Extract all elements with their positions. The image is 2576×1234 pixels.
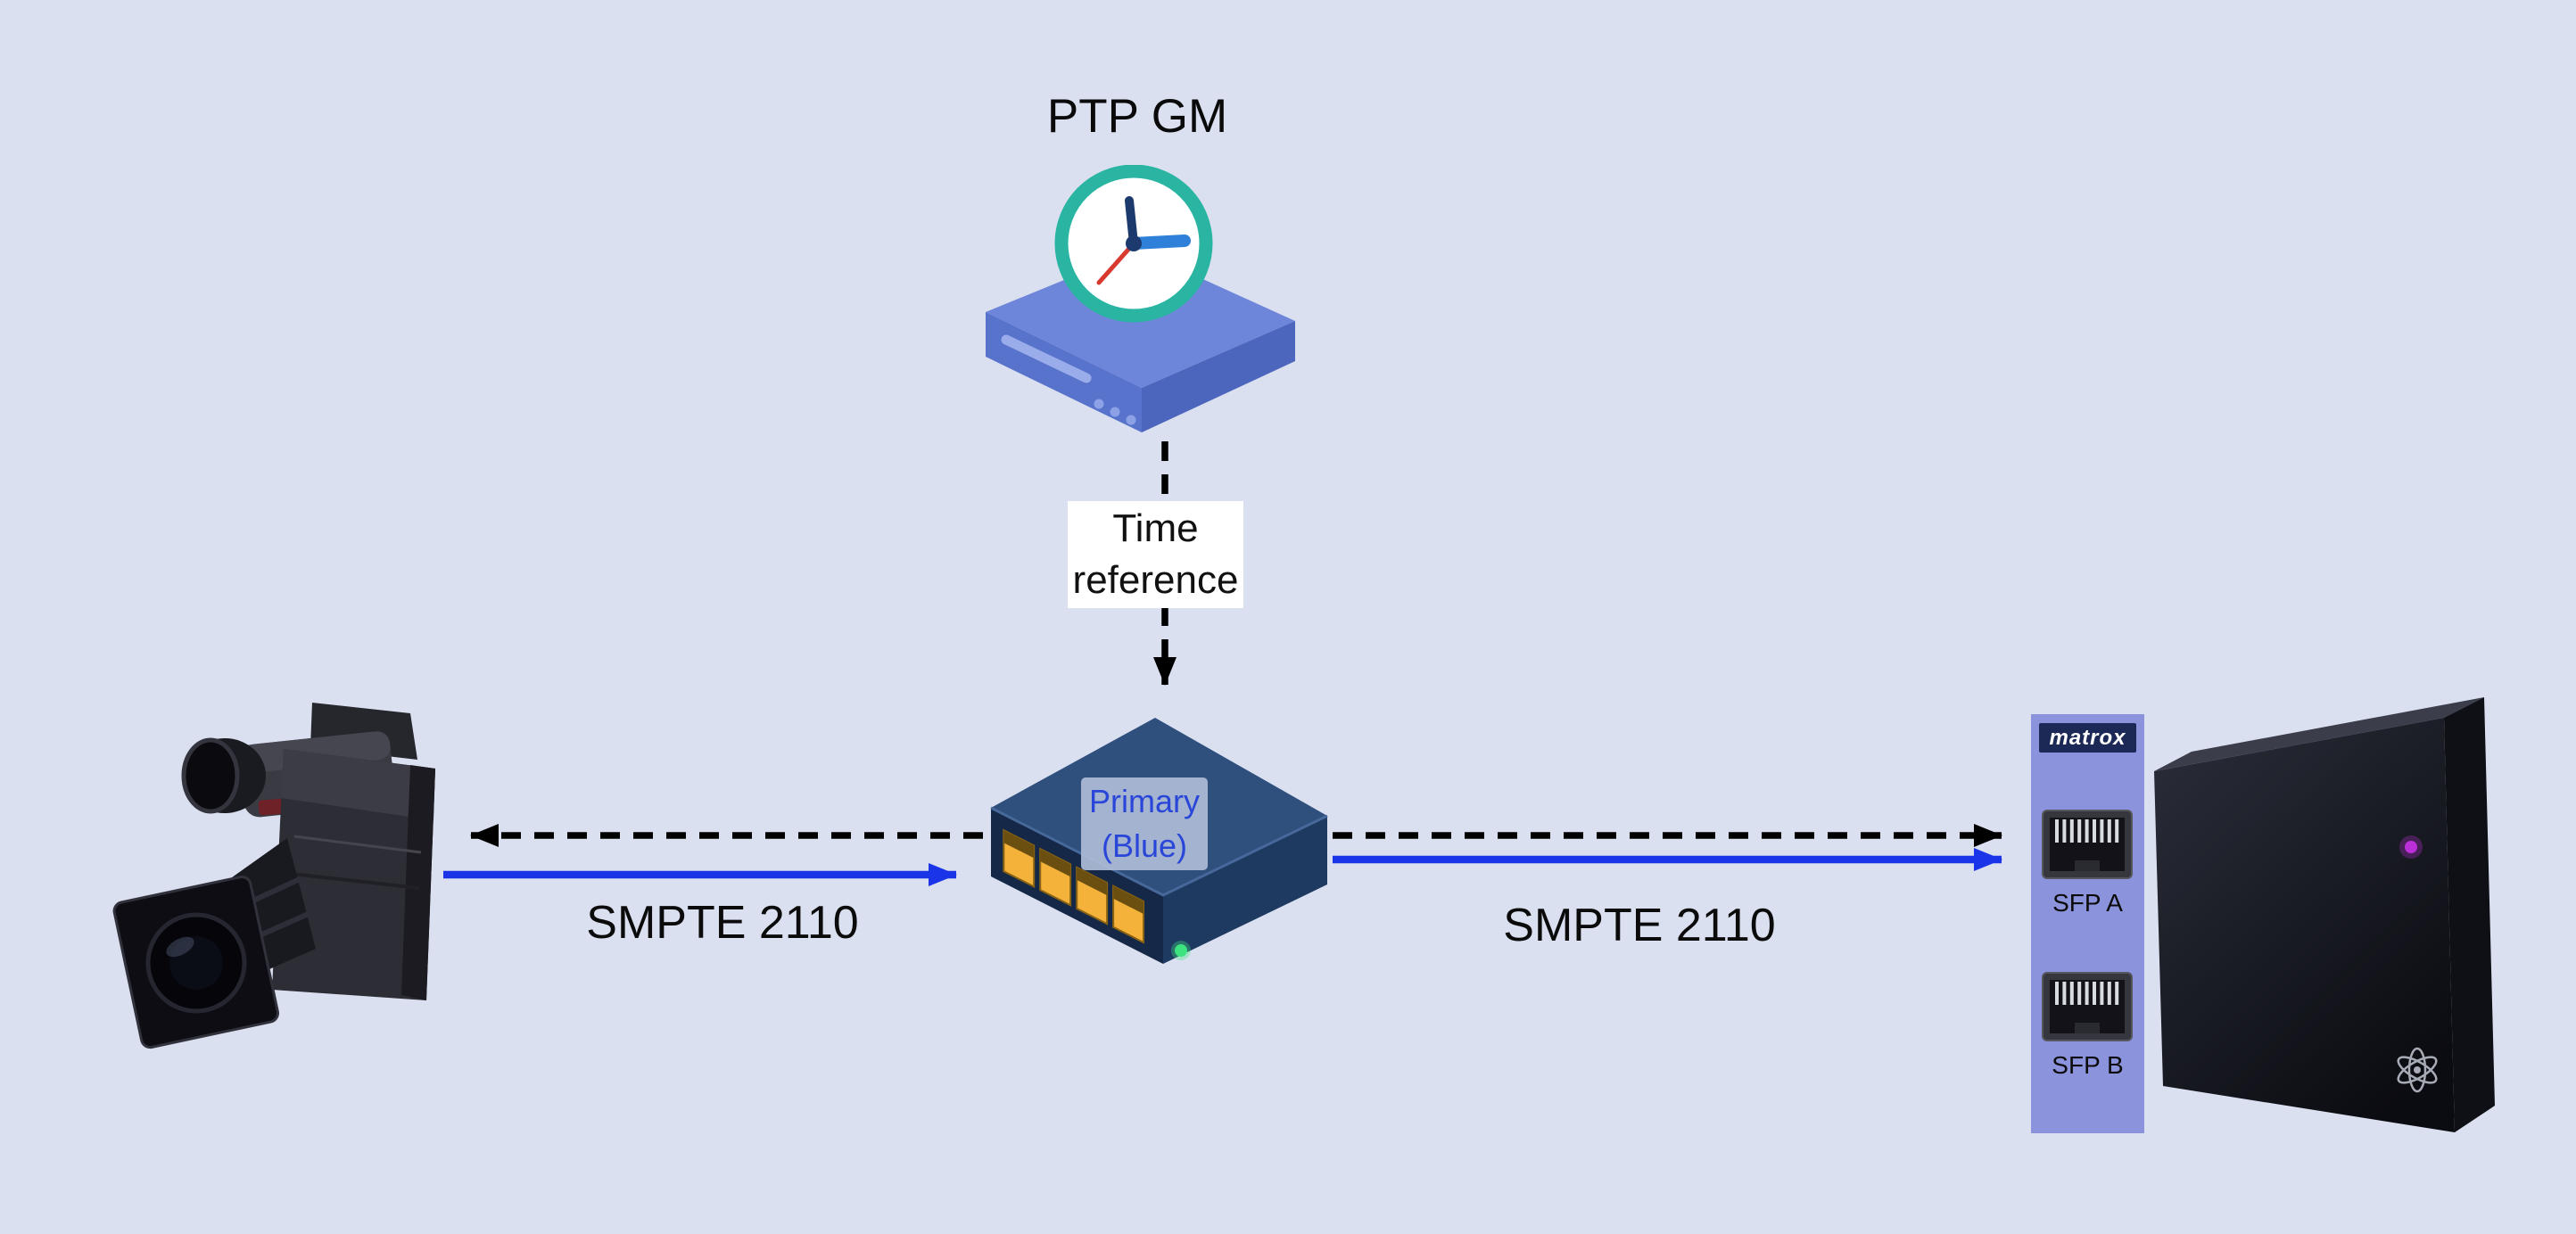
server-tower-icon <box>2154 697 2495 1132</box>
server-led <box>1094 399 1104 409</box>
tower-power-led <box>2405 841 2417 853</box>
sfp-a-label: SFP A <box>2052 889 2123 917</box>
switch-edge-highlight <box>990 806 1328 897</box>
clock-minute-hand <box>1127 234 1191 250</box>
switch-label-line1: Primary <box>1089 782 1200 819</box>
camera-body-back <box>401 765 435 1000</box>
camera-icon <box>112 703 435 1049</box>
ptp-gm-label: PTP GM <box>1046 90 1228 143</box>
camera-lens-glint <box>166 936 194 958</box>
camera-eyecup-ring <box>181 737 240 814</box>
matrox-logo: matrox <box>2039 723 2136 753</box>
camera-lens-rim <box>145 912 247 1014</box>
tower-top-face <box>2154 697 2484 771</box>
sfp-b-port-icon <box>2042 972 2133 1041</box>
time-reference-line1: Time <box>1112 506 1199 550</box>
server-stripe <box>1001 334 1092 383</box>
server-led <box>1126 415 1136 425</box>
tower-side-face <box>2444 697 2495 1132</box>
sfp-a-port-icon <box>2042 810 2133 879</box>
time-reference-label: Time reference <box>1068 501 1243 608</box>
switch-led <box>1175 944 1187 957</box>
time-reference-line2: reference <box>1072 558 1239 602</box>
switch-primary-label: Primary (Blue) <box>1081 777 1208 870</box>
switch-ports <box>1003 828 1144 944</box>
clock-second-hand <box>1096 241 1136 285</box>
smpte-2110-label-right: SMPTE 2110 <box>1503 900 1776 951</box>
ptp-grandmaster-icon <box>986 165 1295 432</box>
switch-right-face <box>1163 816 1327 964</box>
atom-logo-icon <box>2397 1047 2438 1093</box>
camera-eyecup <box>184 740 237 811</box>
smpte-2110-label-left: SMPTE 2110 <box>586 897 859 949</box>
camera-panel-line <box>293 835 422 854</box>
camera-panel-line <box>291 872 420 890</box>
clock-center-dot <box>1126 235 1142 251</box>
matrox-io-card: matrox SFP A <box>2031 714 2144 1133</box>
camera-body-top <box>281 749 435 820</box>
tower-front-face <box>2154 718 2455 1132</box>
server-led <box>1110 407 1120 417</box>
sfp-b-label: SFP B <box>2052 1051 2124 1079</box>
server-right-face <box>1142 321 1295 432</box>
switch-label-line2: (Blue) <box>1101 827 1188 864</box>
